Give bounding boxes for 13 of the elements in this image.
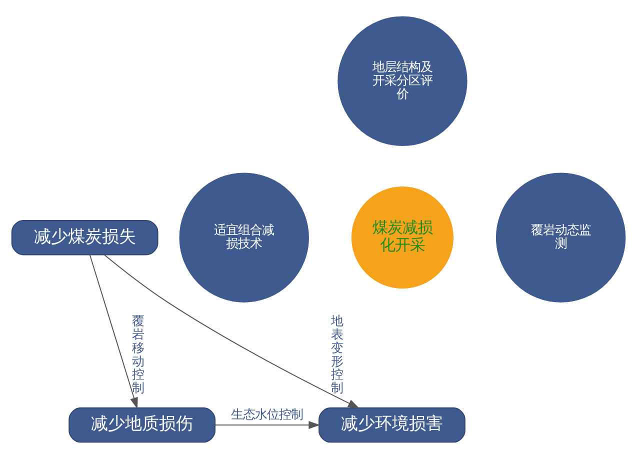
node-box: 减少地质损伤 xyxy=(68,406,216,442)
node-circle: 地层结构及开采分区评价 xyxy=(336,14,468,146)
node-circle: 覆岩动态监测 xyxy=(494,171,627,303)
edge-label: 地表变形控制 xyxy=(331,312,344,395)
arrow xyxy=(214,420,320,429)
edge-label: 覆岩移动控制 xyxy=(132,312,144,395)
node-circle: 适宜组合减损技术 xyxy=(178,171,310,303)
edge-label: 生态水位控制 xyxy=(231,406,304,422)
node-box: 减少环境损害 xyxy=(318,406,466,442)
node-circle: 煤炭减损化开采 xyxy=(350,185,454,290)
node-box: 减少煤炭损失 xyxy=(11,219,158,255)
arrow xyxy=(104,254,360,408)
arrow xyxy=(89,254,138,409)
